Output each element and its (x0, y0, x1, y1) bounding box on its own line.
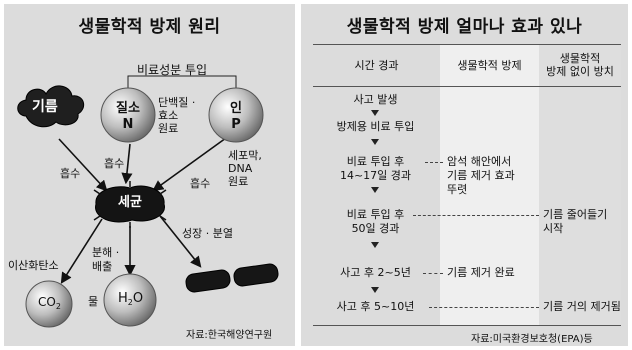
header-bio: 생물학적 방제 (457, 58, 522, 72)
fertilizer-bracket (127, 75, 237, 89)
down-arrow-icon (371, 139, 379, 145)
nitrogen-symbol: N (122, 117, 134, 132)
bacteria-blob-icon (93, 181, 167, 228)
p-desc-line3: 원료 (228, 175, 249, 188)
right-source: 자료:미국환경보호청(EPA)등 (471, 334, 593, 345)
effect-table: 시간 경과 생물학적 방제 생물학적 방제 없이 방치 사고 발생 방제용 비료… (313, 44, 621, 326)
phosphorus-sphere-icon (208, 87, 264, 143)
arrow-oil-bacteria (58, 138, 108, 192)
left-source: 자료:한국해양연구원 (186, 330, 273, 341)
table-bottom-rule (313, 325, 621, 326)
dividing-bacteria-icon (185, 263, 279, 293)
arrow-n-bacteria (121, 143, 133, 185)
header-time: 시간 경과 (354, 58, 399, 72)
water-label: 물 (88, 295, 99, 308)
p-desc-line1: 세포막, (228, 149, 262, 162)
arrow-bacteria-co2 (60, 218, 103, 284)
absorb-label-oil: 흡수 (60, 167, 81, 180)
bio-column-bg (440, 44, 539, 326)
bio-note-rocky-shore: 암석 해안에서 기름 제거 효과 뚜렷 (447, 155, 515, 196)
effect-title: 생물학적 방제 얼마나 효과 있나 (346, 17, 583, 37)
principle-diagram (17, 75, 279, 328)
growth-label: 성장 · 분열 (182, 227, 233, 240)
header-none: 생물학적 방제 없이 방치 (546, 52, 614, 78)
co2-sphere-icon (25, 280, 73, 328)
decompose-line2: 배출 (92, 260, 113, 273)
step-2-5-years: 사고 후 2~5년 (340, 266, 411, 279)
step-50-days: 비료 투입 후 50일 경과 (346, 208, 405, 235)
p-desc-line2: DNA (228, 162, 253, 175)
phosphorus-label: 인 (230, 101, 242, 116)
fertilizer-label: 비료성분 투입 (137, 63, 208, 77)
principle-title: 생물학적 방제 원리 (78, 17, 221, 37)
leader-50-days (413, 215, 539, 216)
down-arrow-icon (371, 187, 379, 193)
n-desc-line1: 단백질 · (158, 96, 196, 109)
co2-formula: CO2 (38, 295, 61, 312)
bacteria-label: 세균 (118, 195, 142, 210)
step-5-10-years: 사고 후 5~10년 (336, 300, 415, 313)
arrow-bacteria-growth (159, 215, 202, 268)
bio-note-removed: 기름 제거 완료 (447, 266, 515, 279)
absorb-label-p: 흡수 (190, 177, 211, 190)
nitrogen-label: 질소 (116, 101, 140, 116)
step-accident: 사고 발생 (353, 93, 398, 106)
effect-panel: 생물학적 방제 얼마나 효과 있나 시간 경과 생물학적 방제 생물학적 방제 … (301, 4, 628, 346)
step-fertilizer: 방제용 비료 투입 (336, 120, 415, 133)
co2-label: 이산화탄소 (8, 259, 59, 272)
none-column-bg (539, 44, 621, 326)
arrow-p-bacteria (152, 137, 227, 192)
leader-2-5 (423, 273, 443, 274)
oil-cloud-icon (17, 85, 85, 128)
down-arrow-icon (371, 287, 379, 293)
principle-panel: 생물학적 방제 원리 (4, 4, 295, 346)
nitrogen-sphere-icon (100, 87, 156, 143)
h2o-formula: H2O (118, 291, 144, 307)
leader-14-17 (425, 162, 443, 163)
absorb-label-n: 흡수 (104, 157, 125, 170)
down-arrow-icon (371, 110, 379, 116)
step-14-17-days: 비료 투입 후 14~17일 경과 (339, 155, 412, 182)
phosphorus-symbol: P (231, 117, 241, 132)
oil-label: 기름 (32, 99, 58, 115)
table-header-rule (313, 86, 621, 87)
down-arrow-icon (371, 242, 379, 248)
h2o-sphere-icon (103, 273, 157, 327)
table-top-rule (313, 44, 621, 45)
none-note-almost-removed: 기름 거의 제거됨 (543, 300, 621, 313)
n-desc-line2: 효소 (158, 109, 179, 122)
decompose-line1: 분해 · (92, 246, 120, 259)
n-desc-line3: 원료 (158, 122, 179, 135)
leader-5-10 (429, 307, 539, 308)
none-note-decreasing: 기름 줄어들기 시작 (543, 208, 608, 235)
